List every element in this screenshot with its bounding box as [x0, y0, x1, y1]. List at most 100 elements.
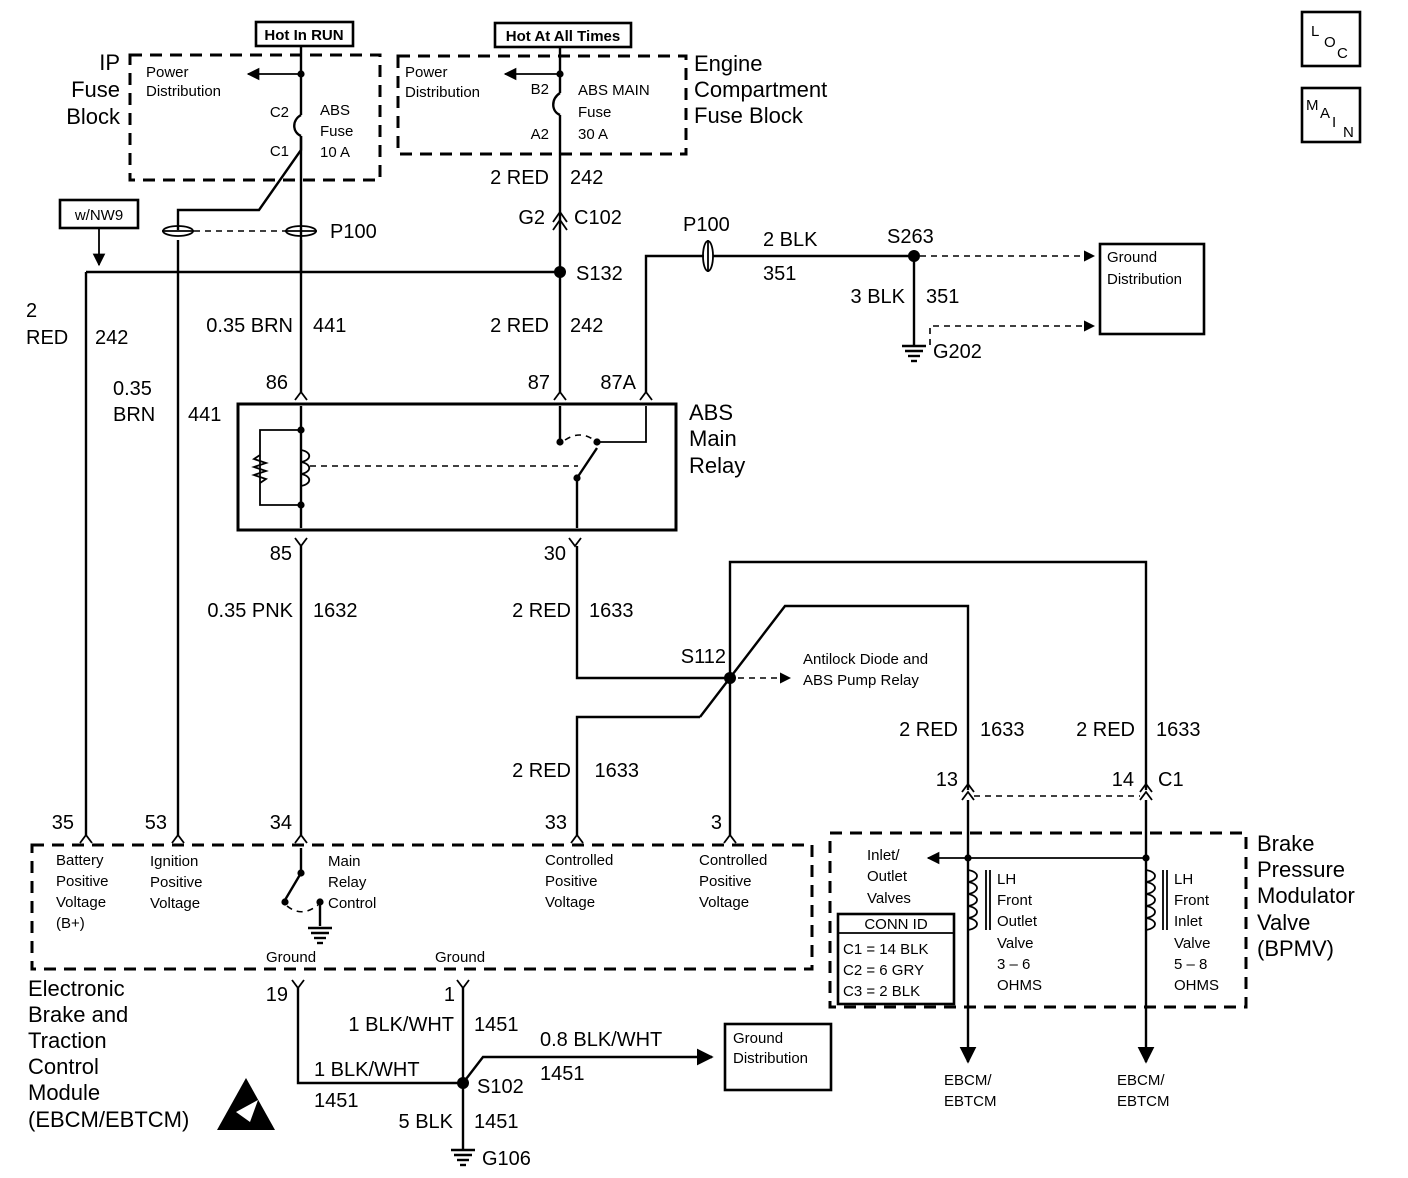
diagram-label: 30 A [578, 126, 608, 143]
diagram-label: Valve [1257, 910, 1310, 935]
diagram-label: 3 BLK [851, 286, 906, 308]
diagram-label: 10 A [320, 144, 350, 161]
diagram-label: Distribution [146, 83, 221, 100]
diagram-label: 0.35 BRN [206, 315, 293, 337]
diagram-label: Front [1174, 892, 1210, 909]
diagram-label: BRN [113, 404, 155, 426]
diagram-label: L [1311, 23, 1319, 40]
diagram-label: Voltage [699, 894, 749, 911]
c102-connector-icon [552, 210, 568, 223]
diagram-label: Voltage [56, 894, 106, 911]
diagram-label: EBCM/ [944, 1072, 992, 1089]
diagram-label: Distribution [1107, 271, 1182, 288]
diagram-label: 1633 [980, 719, 1025, 741]
diagram-label: Inlet/ [867, 847, 900, 864]
diagram-label: 2 RED [512, 760, 571, 782]
diagram-label: G2 [518, 207, 545, 229]
diagram-label: 242 [570, 167, 603, 189]
diagram-label: Compartment [694, 77, 827, 102]
diagram-label: 30 [544, 543, 566, 565]
diagram-label: 2 RED [512, 600, 571, 622]
diagram-label: 5 BLK [399, 1111, 454, 1133]
diagram-label: Pressure [1257, 857, 1345, 882]
diagram-label: 0.35 PNK [207, 600, 293, 622]
outlet-valve-coil-icon [967, 869, 978, 931]
diagram-label: (BPMV) [1257, 936, 1334, 961]
diagram-label: 0.8 BLK/WHT [540, 1029, 662, 1051]
diagram-label: Module [28, 1080, 100, 1105]
diagram-label: Relay [689, 453, 745, 478]
ground-distribution-top-box [1098, 242, 1206, 336]
diagram-label: Front [997, 892, 1033, 909]
diagram-label: Control [328, 895, 376, 912]
hot-at-all-times-label: Hot At All Times [493, 21, 633, 49]
diagram-label: P100 [683, 214, 730, 236]
esd-warning-icon [217, 1078, 275, 1130]
diagram-label: 13 [936, 769, 958, 791]
diagram-label: 2 RED [1076, 719, 1135, 741]
diagram-label: Positive [150, 874, 203, 891]
diagram-label: 5 – 8 [1174, 956, 1207, 973]
main-icon[interactable]: M A I N [1300, 86, 1362, 144]
diagram-label: CONN ID [864, 916, 928, 933]
diagram-label: Controlled [699, 852, 767, 869]
diagram-label: ABS MAIN [578, 82, 650, 99]
diagram-label: Valve [997, 935, 1033, 952]
diagram-label: Block [66, 104, 121, 129]
abs-main-fuse-icon [552, 92, 561, 117]
diagram-label: ABS [689, 400, 733, 425]
diagram-label: EBTCM [1117, 1093, 1170, 1110]
diagram-label: 1 BLK/WHT [314, 1059, 420, 1081]
conn-id-table: CONN ID C1 = 14 BLK C2 = 6 GRY C3 = 2 BL… [836, 912, 956, 1006]
g106-ground-icon [451, 1148, 475, 1167]
diagram-label: Fuse [71, 77, 120, 102]
diagram-label: Traction [28, 1028, 107, 1053]
diagram-label: Ground [1107, 249, 1157, 266]
diagram-label: Modulator [1257, 883, 1355, 908]
diagram-label: Power [146, 64, 189, 81]
abs-main-relay: ABS Main Relay 86 87 87A 85 30 [236, 372, 745, 565]
diagram-label: 1632 [313, 600, 358, 622]
diagram-label: 1451 [474, 1111, 519, 1133]
diagram-label: 2 BLK [763, 229, 818, 251]
diagram-label: B2 [531, 81, 549, 98]
diagram-label: ABS [320, 102, 350, 119]
ground-distribution-bottom-box [723, 1022, 833, 1092]
diagram-label: S263 [887, 226, 934, 248]
diagram-label: ABS Pump Relay [803, 672, 919, 689]
diagram-label: 53 [145, 812, 167, 834]
diagram-label: 2 RED [899, 719, 958, 741]
loc-icon[interactable]: L O C [1300, 10, 1362, 68]
diagram-label: 1633 [1156, 719, 1201, 741]
diagram-label: Ground [266, 949, 316, 966]
diagram-label: S132 [576, 263, 623, 285]
diagram-label: C [1337, 45, 1348, 62]
diagram-label: Main [328, 853, 361, 870]
diagram-label: Control [28, 1054, 99, 1079]
diagram-label: C102 [574, 207, 622, 229]
w-nw9-option-box [58, 198, 140, 230]
diagram-label: C2 = 6 GRY [843, 962, 924, 979]
upper-wiring: 2 RED 242 G2 C102 P100 w/NW9 S132 2 RED … [26, 115, 1206, 835]
resistor-icon [251, 454, 269, 484]
diagram-label: G202 [933, 341, 982, 363]
module-ground-icon [308, 926, 332, 945]
diagram-label: 35 [52, 812, 74, 834]
diagram-label: Inlet [1174, 913, 1203, 930]
diagram-label: 2 [26, 300, 37, 322]
engine-compartment-fuse-block: Engine Compartment Fuse Block Power Dist… [396, 47, 827, 156]
diagram-label: Fuse Block [694, 103, 804, 128]
diagram-label: 1451 [314, 1090, 359, 1112]
diagram-label: 441 [313, 315, 346, 337]
diagram-label: EBCM/ [1117, 1072, 1165, 1089]
diagram-label: 19 [266, 984, 288, 1006]
diagram-label: C3 = 2 BLK [843, 983, 920, 1000]
diagram-label: 2 RED [490, 315, 549, 337]
diagram-label: 1633 [595, 760, 640, 782]
diagram-label: (B+) [56, 915, 85, 932]
diagram-label: Antilock Diode and [803, 651, 928, 668]
diagram-label: 33 [545, 812, 567, 834]
diagram-label: P100 [330, 221, 377, 243]
diagram-label: Outlet [867, 868, 908, 885]
